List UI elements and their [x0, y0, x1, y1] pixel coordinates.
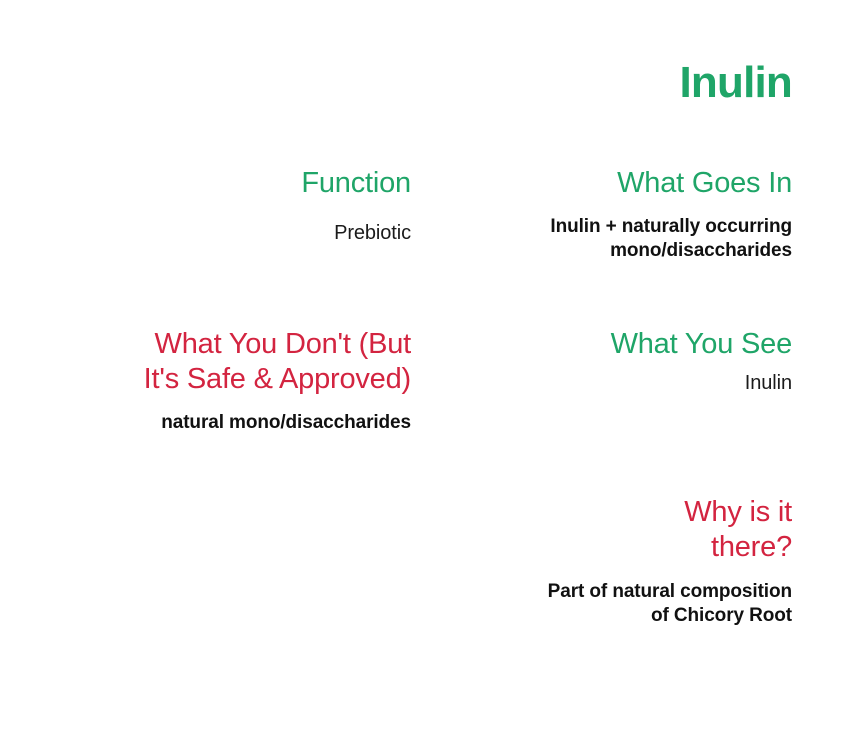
section-what-you-see-heading: What You See	[610, 328, 793, 360]
section-what-you-dont-body: natural mono/disaccharides	[161, 412, 411, 433]
section-why-is-it-there-body: Part of natural composition of Chicory R…	[547, 581, 792, 626]
section-function: Function Prebiotic	[51, 166, 411, 246]
section-why-is-it-there: Why is it there? Part of natural composi…	[548, 495, 793, 628]
section-what-you-see-body: Inulin	[744, 372, 792, 394]
section-what-goes-in-body: Inulin + naturally occurring mono/disacc…	[550, 216, 792, 261]
section-what-you-see: What You See Inulin	[432, 327, 793, 396]
section-what-goes-in-heading: What Goes In	[617, 167, 792, 199]
section-why-is-it-there-heading: Why is it there?	[684, 496, 792, 563]
page-title: Inulin	[679, 58, 792, 107]
section-what-you-dont: What You Don't (But It's Safe & Approved…	[51, 327, 412, 435]
page-title-block: Inulin	[372, 58, 792, 108]
section-what-you-dont-heading: What You Don't (But It's Safe & Approved…	[143, 328, 412, 395]
section-function-heading: Function	[301, 167, 411, 199]
section-function-body: Prebiotic	[334, 222, 411, 244]
section-what-goes-in: What Goes In Inulin + naturally occurrin…	[432, 166, 792, 263]
